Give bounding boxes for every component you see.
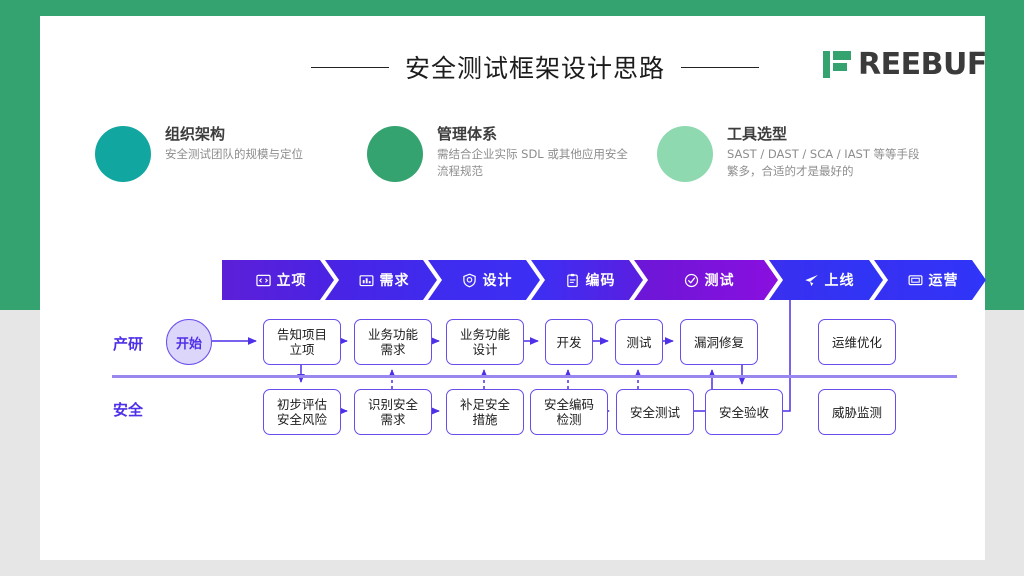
process-stage-测试[interactable]: 测试 [634, 260, 778, 300]
dev-node: 测试 [615, 319, 663, 365]
dev-node: 漏洞修复 [680, 319, 758, 365]
pillar-description: 需结合企业实际 SDL 或其他应用安全流程规范 [437, 147, 628, 178]
title-rule-right [681, 66, 759, 68]
dev-node: 业务功能设计 [446, 319, 524, 365]
dev-node-label: 业务功能需求 [367, 327, 418, 357]
process-stage-label: 运营 [928, 273, 959, 289]
pillar-title: 管理体系 [437, 125, 498, 143]
dev-node-label: 开发 [556, 334, 582, 350]
pillar-text-block: 工具选型 SAST / DAST / SCA / IAST 等等手段繁多，合适的才… [727, 122, 927, 182]
process-stage-label: 编码 [585, 273, 616, 289]
sec-node-label: 识别安全需求 [367, 397, 418, 427]
monitor-icon [908, 273, 923, 288]
row-label-sec: 安全 [113, 401, 144, 419]
process-stage-需求[interactable]: 需求 [325, 260, 437, 300]
pillar-text-block: 管理体系需结合企业实际 SDL 或其他应用安全流程规范 [437, 122, 637, 182]
pillar-text-block: 组织架构安全测试团队的规模与定位 [165, 122, 303, 182]
process-stage-设计[interactable]: 设计 [428, 260, 540, 300]
sec-node-label: 安全测试 [629, 404, 680, 420]
pillar-title: 组织架构 [165, 125, 226, 143]
dev-node-label: 告知项目立项 [276, 327, 327, 357]
dev-node-label: 漏洞修复 [693, 334, 744, 350]
pillar-item-1: 组织架构安全测试团队的规模与定位 [95, 122, 345, 182]
pillar-description: 安全测试团队的规模与定位 [165, 147, 303, 161]
row-divider-line [112, 375, 957, 378]
sec-node: 安全测试 [616, 389, 694, 435]
bar-chart-icon [359, 273, 374, 288]
flow-diagram: 产研 安全 开始 告知项目立项业务功能需求业务功能设计开发测试漏洞修复运维优化 … [40, 285, 985, 470]
pillar-item-3: 工具选型 SAST / DAST / SCA / IAST 等等手段繁多，合适的才… [657, 122, 927, 182]
process-stage-运营[interactable]: 运营 [874, 260, 986, 300]
process-stage-上线[interactable]: 上线 [769, 260, 883, 300]
dev-node-label: 业务功能设计 [459, 327, 510, 357]
process-stage-label: 上线 [824, 273, 855, 289]
check-circle-icon [684, 273, 699, 288]
page-title: 安全测试框架设计思路 [404, 54, 665, 83]
flow-start-node: 开始 [166, 319, 212, 365]
dev-node: 告知项目立项 [263, 319, 341, 365]
process-stage-label: 立项 [276, 273, 307, 289]
sec-node: 安全编码检测 [530, 389, 608, 435]
sec-node: 识别安全需求 [354, 389, 432, 435]
pillar-description: SAST / DAST / SCA / IAST 等等手段繁多，合适的才是最好的 [727, 147, 920, 178]
dev-node: 业务功能需求 [354, 319, 432, 365]
process-stage-label: 测试 [704, 273, 735, 289]
sec-node: 补足安全措施 [446, 389, 524, 435]
dev-node: 运维优化 [818, 319, 896, 365]
row-label-dev: 产研 [113, 335, 144, 353]
pillars-row: 组织架构安全测试团队的规模与定位 管理体系需结合企业实际 SDL 或其他应用安全流… [95, 122, 965, 202]
freebuf-logo-icon [823, 50, 851, 78]
process-stage-label: 需求 [379, 273, 410, 289]
freebuf-logo: REEBUF [823, 42, 987, 86]
clipboard-icon [565, 273, 580, 288]
sec-node-label: 补足安全措施 [459, 397, 510, 427]
process-stage-立项[interactable]: 立项 [222, 260, 334, 300]
freebuf-logo-text: REEBUF [858, 46, 987, 82]
dev-node-label: 运维优化 [831, 334, 882, 350]
title-block: 安全测试框架设计思路 [290, 44, 780, 90]
send-icon [804, 273, 819, 288]
pillar-circle-icon [95, 126, 151, 182]
process-stage-编码[interactable]: 编码 [531, 260, 643, 300]
sec-node-label: 安全编码检测 [543, 397, 594, 427]
sec-node-label: 安全验收 [718, 404, 769, 420]
pillar-item-2: 管理体系需结合企业实际 SDL 或其他应用安全流程规范 [367, 122, 637, 182]
sec-node-label: 威胁监测 [831, 404, 882, 420]
title-rule-left [310, 66, 389, 68]
dev-node: 开发 [545, 319, 593, 365]
process-chevron-bar: 立项 需求 设计 编码 测试 上线 运营 [222, 260, 977, 300]
sec-node: 威胁监测 [818, 389, 896, 435]
shield-check-icon [462, 273, 477, 288]
process-stage-label: 设计 [482, 273, 513, 289]
pillar-circle-icon [657, 126, 713, 182]
pillar-circle-icon [367, 126, 423, 182]
dev-node-label: 测试 [626, 334, 652, 350]
pillar-title: 工具选型 [727, 125, 788, 143]
sec-node: 初步评估安全风险 [263, 389, 341, 435]
slide-header: 安全测试框架设计思路 REEBUF [40, 16, 987, 96]
sec-node-label: 初步评估安全风险 [276, 397, 327, 427]
code-window-icon [256, 273, 271, 288]
sec-node: 安全验收 [705, 389, 783, 435]
